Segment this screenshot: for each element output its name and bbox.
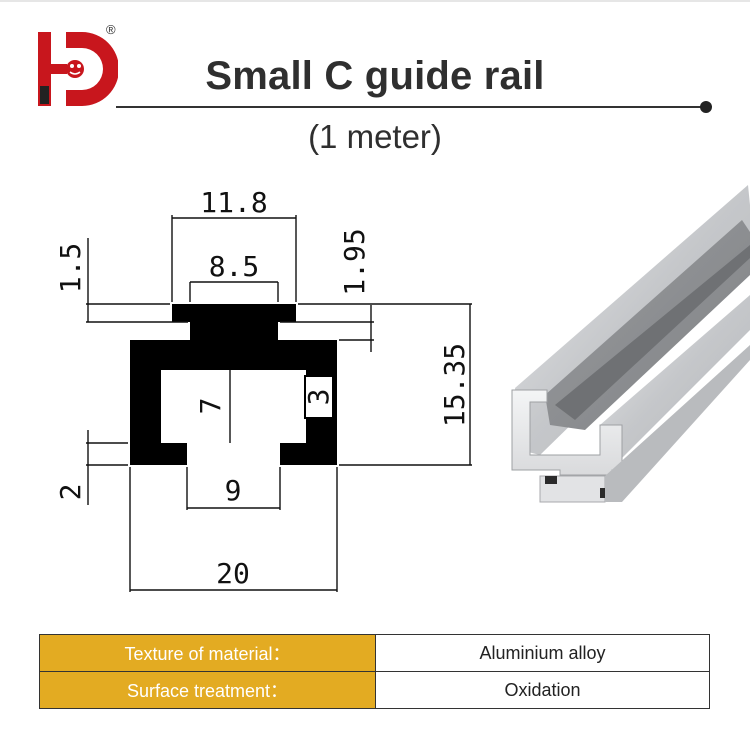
spec-row-material: Texture of material： Aluminium alloy bbox=[39, 634, 710, 672]
title-rule-dot bbox=[700, 101, 712, 113]
top-divider bbox=[0, 0, 750, 2]
spec-table: Texture of material： Aluminium alloy Sur… bbox=[39, 634, 710, 709]
spec-label: Texture of material： bbox=[39, 634, 376, 672]
rail-photo bbox=[511, 185, 750, 503]
dim-inner-height: 7 bbox=[194, 398, 227, 415]
registered-mark: ® bbox=[106, 22, 116, 37]
title-rule bbox=[116, 106, 706, 108]
hd-logo-icon bbox=[38, 32, 118, 106]
dim-lip-step: 1.95 bbox=[338, 228, 371, 295]
page-subtitle: (1 meter) bbox=[308, 118, 442, 155]
dim-base-step: 2 bbox=[54, 484, 87, 501]
dim-lip-thickness: 1.5 bbox=[54, 243, 87, 294]
technical-drawing: 11.8 8.5 1.5 1.95 15.35 7 3 2 9 20 bbox=[54, 185, 750, 592]
spec-row-surface: Surface treatment： Oxidation bbox=[39, 671, 710, 709]
dim-bottom-opening: 9 bbox=[225, 474, 242, 507]
spec-value: Aluminium alloy bbox=[375, 634, 710, 672]
dim-top-width: 11.8 bbox=[200, 186, 267, 219]
spec-label: Surface treatment： bbox=[39, 671, 376, 709]
spec-value: Oxidation bbox=[375, 671, 710, 709]
dim-total-width: 20 bbox=[216, 557, 250, 590]
rail-profile-section bbox=[130, 304, 337, 465]
page-title: Small C guide rail bbox=[205, 54, 545, 98]
dim-side-wall: 3 bbox=[302, 389, 335, 406]
dim-slot-width: 8.5 bbox=[209, 250, 260, 283]
dim-total-height: 15.35 bbox=[438, 343, 471, 427]
